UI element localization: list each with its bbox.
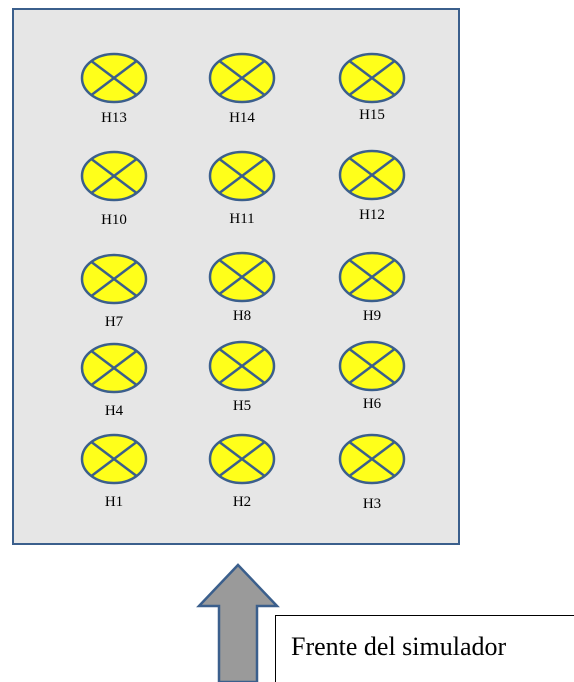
lamp-icon bbox=[80, 433, 148, 485]
lamp-label: H10 bbox=[101, 212, 127, 228]
lamp-icon bbox=[338, 340, 406, 392]
lamp-icon bbox=[208, 433, 276, 485]
lamp-h10: H10 bbox=[79, 150, 149, 228]
lamp-label: H14 bbox=[229, 110, 255, 126]
lamp-icon bbox=[338, 433, 406, 485]
lamp-h9: H9 bbox=[337, 251, 407, 324]
lamp-label: H6 bbox=[362, 396, 382, 412]
lamp-icon bbox=[208, 340, 276, 392]
lamp-h15: H15 bbox=[337, 52, 407, 123]
lamp-h6: H6 bbox=[337, 340, 407, 412]
lamp-label: H11 bbox=[229, 211, 255, 227]
lamp-label: H7 bbox=[104, 314, 124, 330]
lamp-label: H5 bbox=[232, 398, 252, 414]
lamp-icon bbox=[208, 52, 276, 104]
lamp-h1: H1 bbox=[79, 433, 149, 510]
lamp-h5: H5 bbox=[207, 340, 277, 414]
lamp-icon bbox=[338, 251, 406, 303]
lamp-panel: H13 H14 H15 H10 H11 bbox=[12, 8, 460, 545]
lamp-h8: H8 bbox=[207, 251, 277, 324]
lamp-label: H12 bbox=[359, 207, 385, 223]
lamp-h12: H12 bbox=[337, 149, 407, 223]
lamp-label: H2 bbox=[232, 494, 252, 510]
lamp-h3: H3 bbox=[337, 433, 407, 512]
lamp-label: H3 bbox=[362, 496, 382, 512]
lamp-icon bbox=[80, 150, 148, 202]
lamp-h2: H2 bbox=[207, 433, 277, 510]
lamp-icon bbox=[338, 52, 406, 104]
lamp-label: H15 bbox=[359, 107, 385, 123]
lamp-label: H1 bbox=[104, 494, 124, 510]
lamp-label: H4 bbox=[104, 403, 124, 419]
lamp-icon bbox=[80, 52, 148, 104]
lamp-h14: H14 bbox=[207, 52, 277, 126]
front-of-simulator-box: Frente del simulador bbox=[275, 615, 574, 682]
lamp-h4: H4 bbox=[79, 342, 149, 419]
front-of-simulator-label: Frente del simulador bbox=[291, 632, 507, 661]
lamp-icon bbox=[208, 251, 276, 303]
lamp-label: H13 bbox=[101, 110, 127, 126]
lamp-label: H8 bbox=[232, 308, 252, 324]
lamp-h11: H11 bbox=[207, 150, 277, 227]
lamp-icon bbox=[80, 342, 148, 394]
lamp-icon bbox=[208, 150, 276, 202]
lamp-icon bbox=[80, 253, 148, 305]
lamp-h13: H13 bbox=[79, 52, 149, 126]
lamp-h7: H7 bbox=[79, 253, 149, 330]
lamp-icon bbox=[338, 149, 406, 201]
arrow-up-icon bbox=[196, 563, 280, 682]
lamp-label: H9 bbox=[362, 308, 382, 324]
